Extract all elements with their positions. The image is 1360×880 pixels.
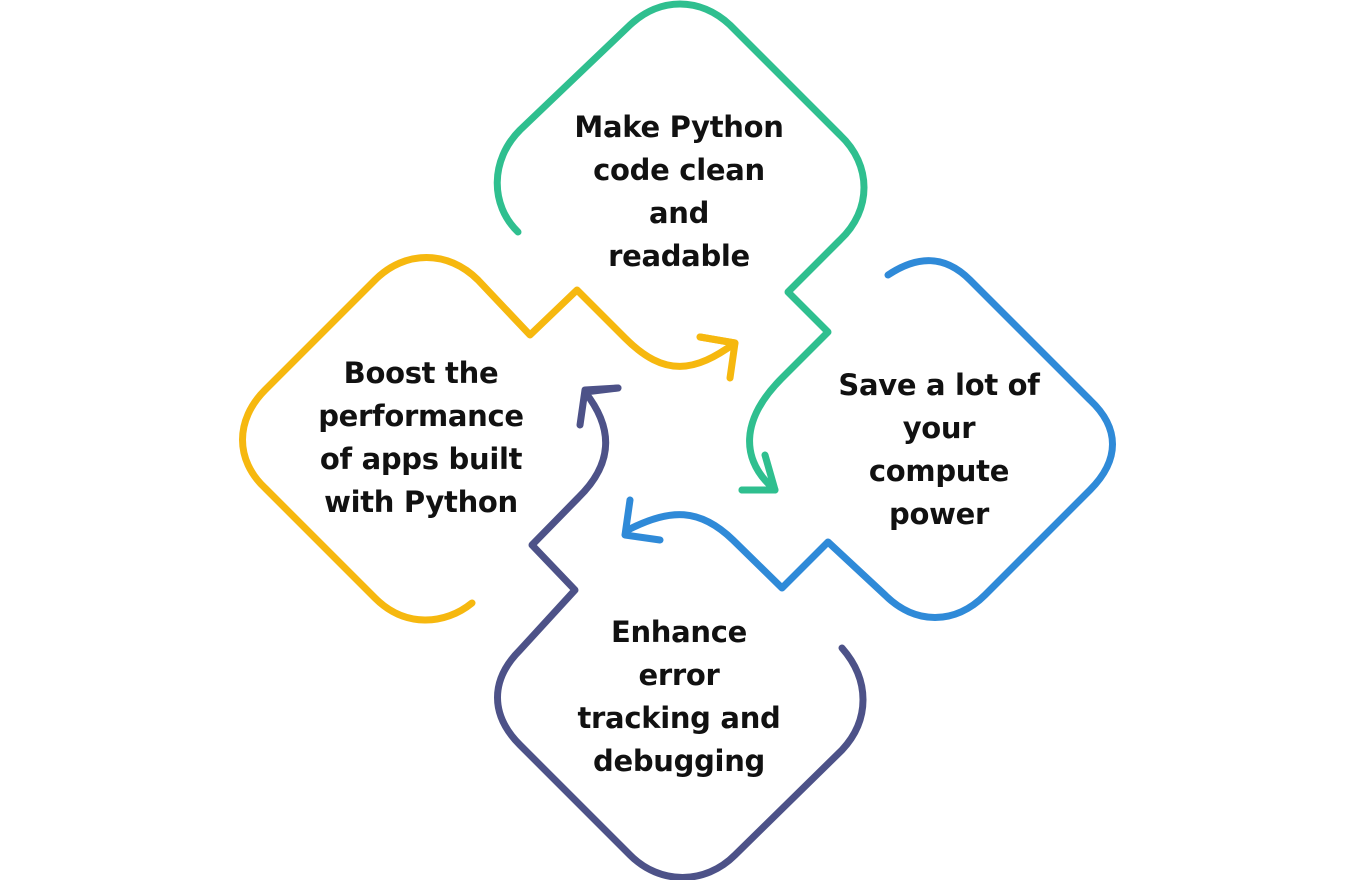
step-right-label: Save a lot of your compute power xyxy=(838,368,1040,531)
step-bottom-label: Enhance error tracking and debugging xyxy=(577,615,781,778)
step-top-shape xyxy=(493,0,868,494)
step-left-shape xyxy=(239,254,739,624)
step-top-label: Make Python code clean and readable xyxy=(574,110,784,273)
step-left-arrowhead xyxy=(696,333,739,382)
step-bottom-arrowhead xyxy=(576,384,622,429)
step-top-outline xyxy=(493,0,868,494)
step-right-shape xyxy=(621,257,1116,621)
step-right-arrowhead xyxy=(621,496,664,544)
step-right-outline xyxy=(624,257,1116,621)
step-bottom-outline xyxy=(494,384,867,880)
step-top-arrowhead xyxy=(738,451,779,494)
step-left-outline xyxy=(239,254,739,624)
step-bottom-shape xyxy=(494,384,867,880)
step-left-label: Boost the performance of apps built with… xyxy=(318,356,524,519)
